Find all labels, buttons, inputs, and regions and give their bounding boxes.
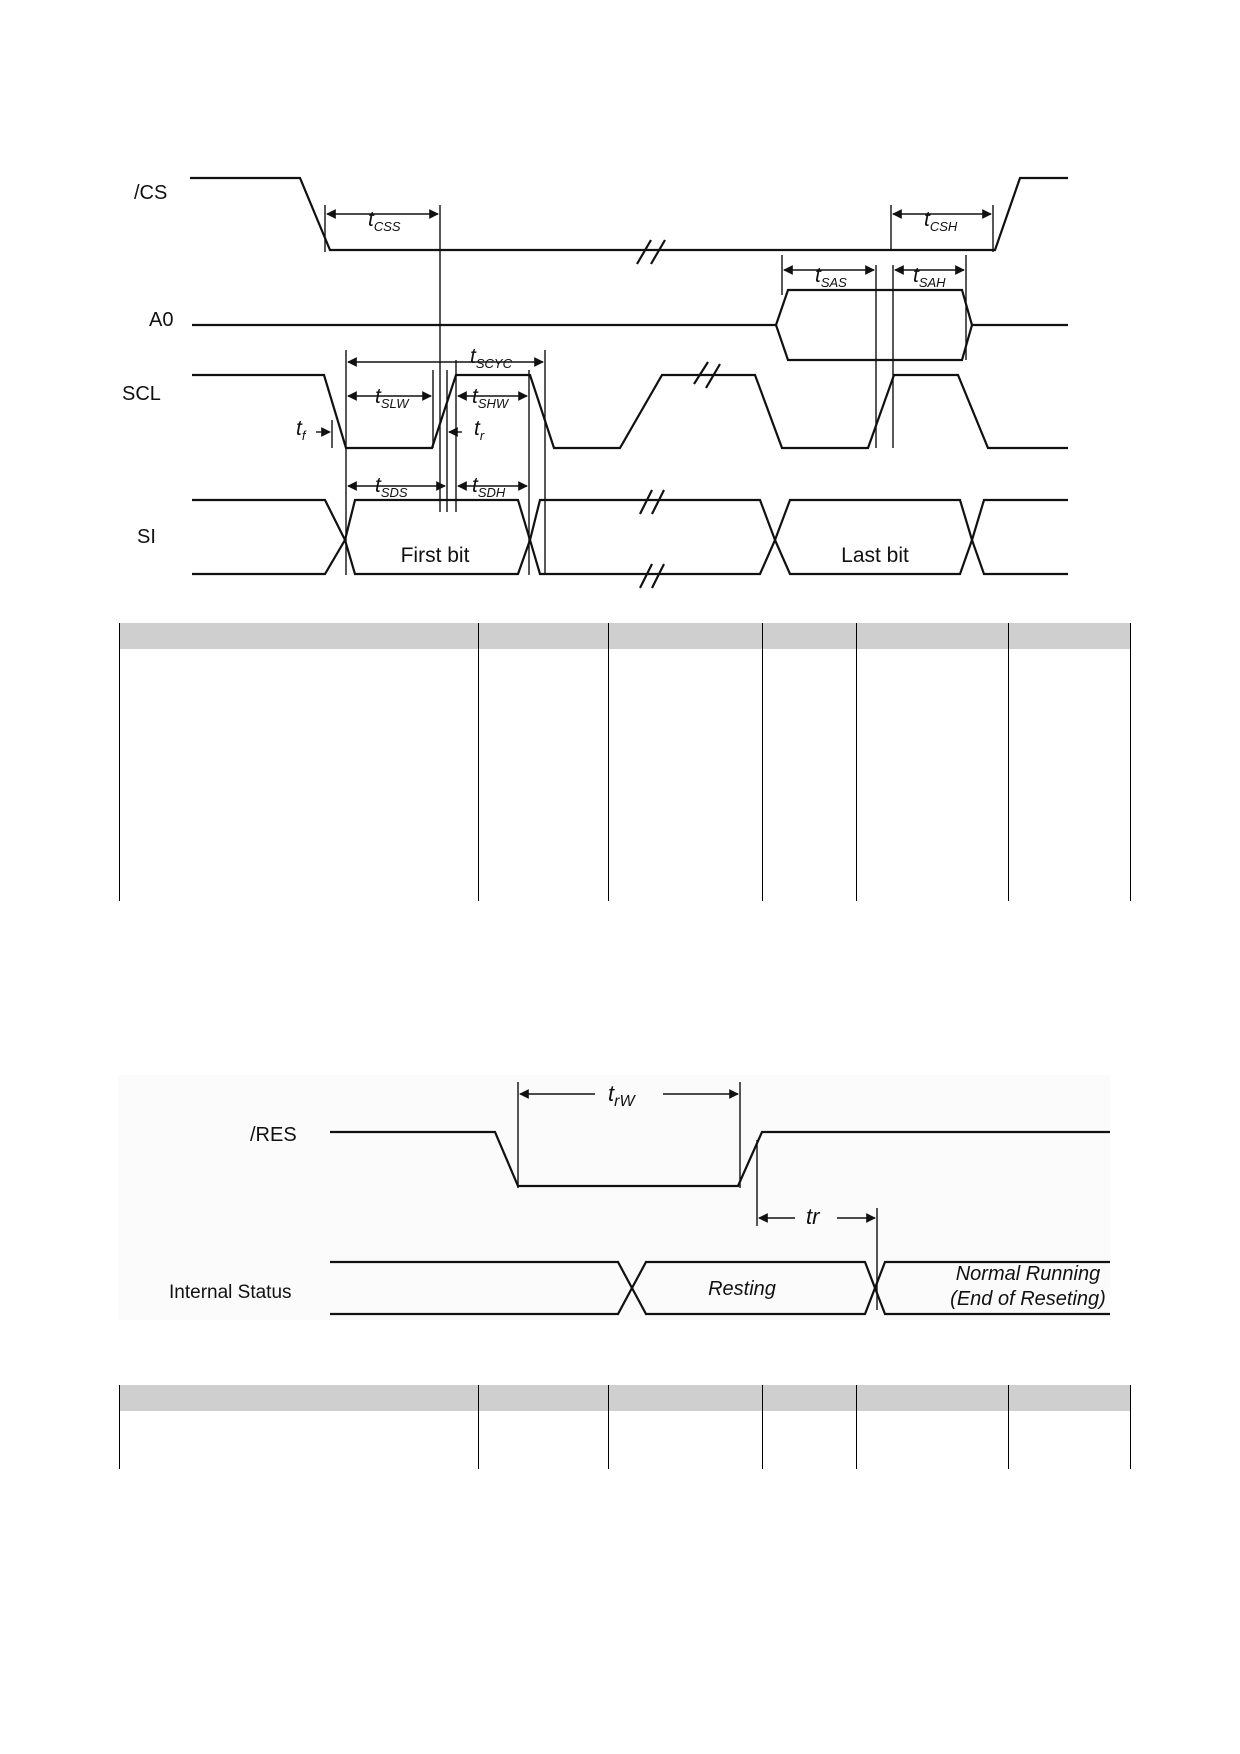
table-column-divider — [1008, 1385, 1009, 1469]
serial-table-header — [120, 623, 1130, 649]
t-f-label: tf — [296, 417, 307, 443]
scl-break-mark — [693, 361, 709, 385]
last-bit-label: Last bit — [841, 544, 909, 567]
serial-timing-diagram: /CS A0 SCL SI First bit Last bit — [122, 176, 1068, 589]
res-waveform — [330, 1130, 1110, 1188]
table-column-divider — [608, 1385, 609, 1469]
state-normal-label-2: (End of Reseting) — [950, 1288, 1106, 1310]
t-sdh-label: tSDH — [472, 474, 506, 500]
t-css-label: tCSS — [368, 208, 401, 234]
t-shw-label: tSHW — [472, 385, 510, 411]
state-normal-label-1: Normal Running — [956, 1263, 1101, 1285]
t-sas-label: tSAS — [815, 264, 847, 290]
t-rw-label: trW — [608, 1081, 636, 1110]
signal-label-res: /RES — [250, 1124, 297, 1146]
reset-table-header — [120, 1385, 1130, 1411]
table-column-divider — [478, 623, 479, 901]
signal-label-a0: A0 — [149, 309, 173, 331]
reset-timing-table — [119, 1385, 1131, 1469]
t-slw-label: tSLW — [375, 385, 410, 411]
t-scyc-label: tSCYC — [470, 345, 513, 371]
si-break-mark-bottom — [639, 563, 653, 589]
t-r-reset-label: tr — [806, 1204, 821, 1229]
signal-label-scl: SCL — [122, 383, 161, 405]
table-column-divider — [762, 623, 763, 901]
table-column-divider — [856, 623, 857, 901]
signal-label-si: SI — [137, 526, 156, 548]
signal-label-cs: /CS — [134, 182, 167, 204]
table-column-divider — [762, 1385, 763, 1469]
table-column-divider — [1008, 623, 1009, 901]
table-column-divider — [608, 623, 609, 901]
state-resting-label: Resting — [708, 1278, 776, 1300]
cs-break-mark — [636, 239, 652, 265]
table-column-divider — [856, 1385, 857, 1469]
reset-diagram-background — [118, 1075, 1110, 1320]
scl-waveform — [192, 373, 1068, 450]
si-waveform — [192, 498, 1068, 545]
internal-status-waveform — [330, 1260, 1110, 1292]
cs-waveform — [190, 176, 1068, 252]
table-column-divider — [478, 1385, 479, 1469]
t-sah-label: tSAH — [913, 264, 946, 290]
reset-timing-diagram: /RES Internal Status Resting Normal Runn… — [118, 1075, 1110, 1320]
signal-label-internal-status: Internal Status — [169, 1282, 292, 1303]
serial-timing-table — [119, 623, 1131, 901]
a0-waveform — [192, 288, 1068, 327]
t-csh-label: tCSH — [924, 208, 958, 234]
first-bit-label: First bit — [401, 544, 470, 567]
t-sds-label: tSDS — [375, 474, 408, 500]
si-break-mark-top — [639, 489, 653, 515]
t-r-label: tr — [474, 417, 485, 443]
